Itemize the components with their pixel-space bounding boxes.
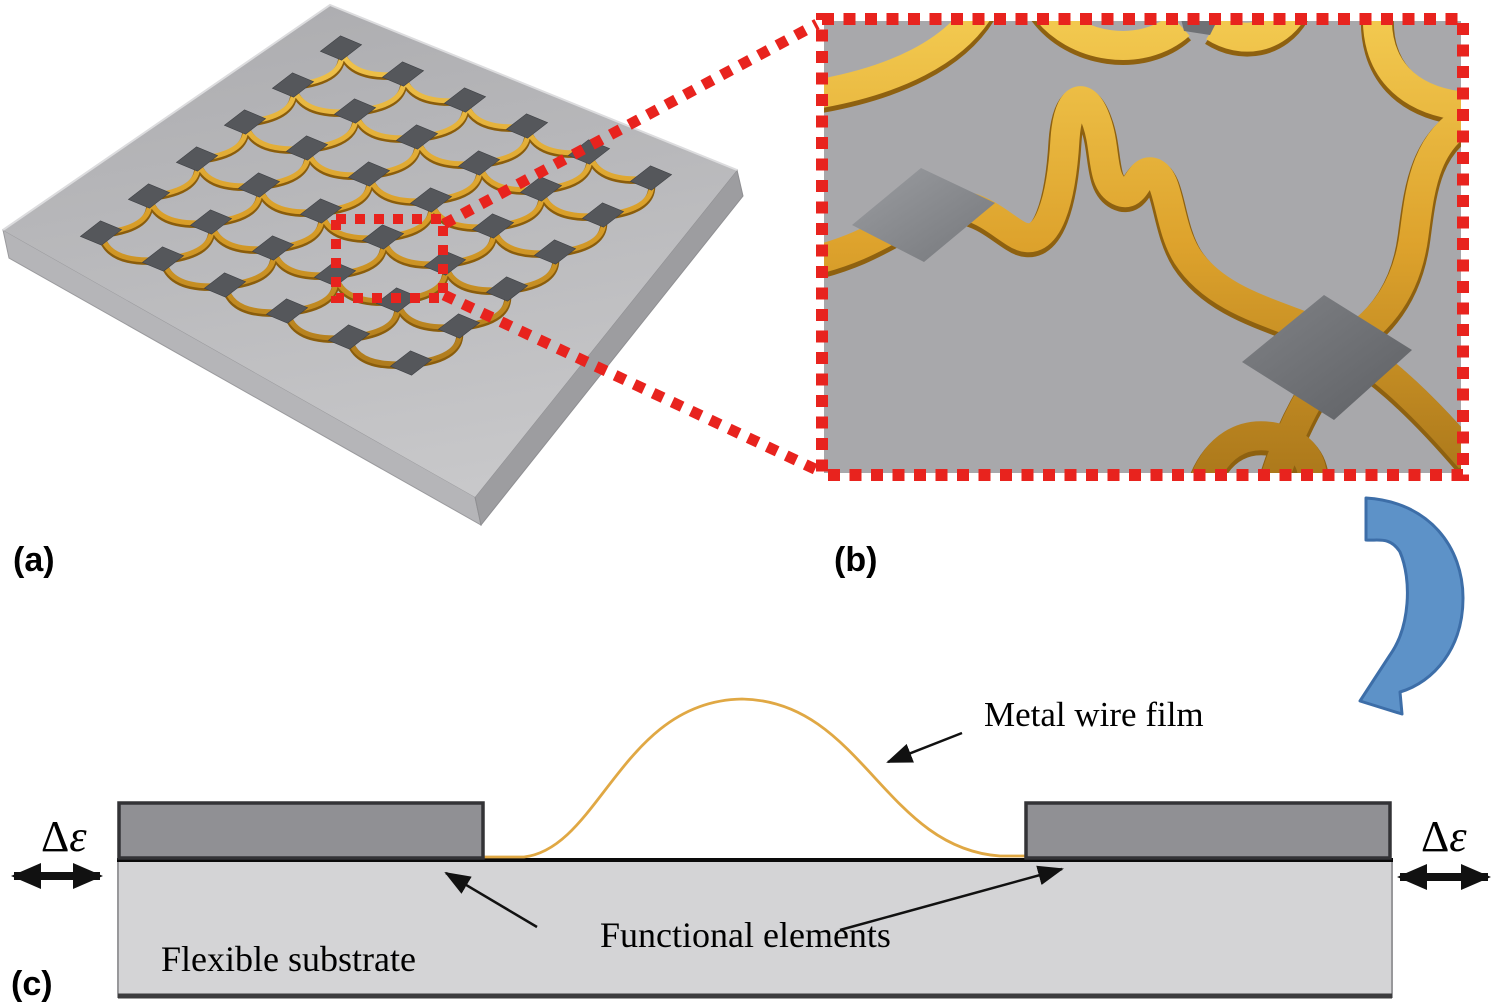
mesh-pad [505,113,549,139]
mesh-pad [389,350,433,376]
panel-b-content [824,21,1461,473]
mesh-pad [395,124,439,150]
ribbon-top-band-1 [1036,21,1190,60]
metal-wire-film-arrow [886,731,963,764]
label-a: (a) [13,541,55,579]
mesh-pad [189,209,233,235]
mesh-pad [485,276,529,302]
mesh-pad [203,272,247,298]
mesh-pad [347,161,391,187]
zoom-connector-bottom [441,290,820,475]
functional-elements-arrow-left [444,871,538,929]
wire-mesh [79,35,673,376]
metal-wire-film-curve [482,697,1026,859]
label-c: (c) [11,965,53,1003]
mesh-pad [141,246,185,272]
plate-top-edge-highlight [2,3,738,231]
delta-symbol: Δ [41,812,69,861]
mesh-pad [443,87,487,113]
ribbon-top-right-ring [1362,21,1461,121]
zoom-connector-top [441,19,820,229]
mesh-ribbons [98,47,655,367]
mesh-pad [327,324,371,350]
mesh-pad [437,313,481,339]
functional-element-left [117,801,485,860]
mesh-pad [471,213,515,239]
mesh-pad [265,298,309,324]
strain-label-right: Δε [1421,812,1467,861]
strain-label-left: Δε [41,812,87,861]
mesh-pad [381,61,425,87]
mesh-pad [79,220,123,246]
epsilon-symbol: ε [69,812,87,861]
panel-a [2,3,820,527]
mesh-pad [127,183,171,209]
zoom-region-box [331,214,448,303]
mesh-pad [457,150,501,176]
mesh-pad [223,109,267,135]
functional-pad-small [852,168,995,262]
functional-elements-arrow-right [839,865,1064,932]
mesh-pad [409,187,453,213]
flexible-substrate-label: Flexible substrate [161,939,416,979]
functional-pad-large [1242,295,1412,420]
mesh-pad [581,202,625,228]
plate-side-right [474,168,744,527]
panel-b [816,13,1469,481]
label-b: (b) [834,541,877,579]
mesh-pad [175,146,219,172]
metal-wire-film-label: Metal wire film [984,695,1204,734]
mesh-pad [285,135,329,161]
panel-c: Metal wire film Functional elements Flex… [11,695,1491,999]
mesh-pad [361,224,405,250]
mesh-pad [237,172,281,198]
mesh-pad [271,72,315,98]
mesh-pad [251,235,295,261]
mesh-pad [533,239,577,265]
curved-arrow-icon [1358,496,1465,716]
plate-top-face [3,5,737,497]
functional-elements-label: Functional elements [600,915,891,955]
delta-symbol: Δ [1421,812,1449,861]
mesh-pad [299,198,343,224]
panel-b-dashed-border [816,13,1469,481]
ribbon-bottom-fold [1191,421,1327,473]
ribbon-top-left-arc [824,21,990,108]
functional-element-right [1024,801,1392,860]
flexible-substrate-block [117,858,1393,998]
ribbon-top-band-2 [1206,21,1304,52]
epsilon-symbol: ε [1449,812,1467,861]
mesh-pad [629,165,673,191]
mesh-pad [319,35,363,61]
mesh-pad [333,98,377,124]
